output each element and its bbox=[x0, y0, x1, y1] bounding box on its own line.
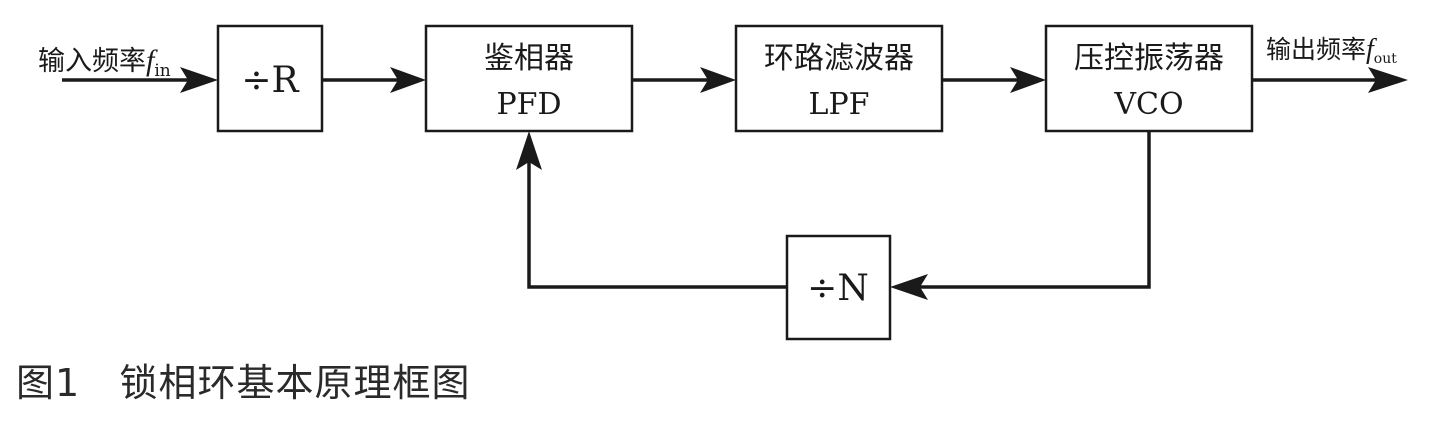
ref-divider-block: ÷R bbox=[216, 24, 324, 133]
input-signal: 输入频率fin bbox=[38, 44, 218, 93]
lpf-to-vco-arrowhead bbox=[1010, 67, 1046, 93]
pfd-abbr: PFD bbox=[496, 87, 561, 122]
output-signal-label: 输出频率fout bbox=[1266, 34, 1397, 67]
fb-divider-block: ÷N bbox=[785, 234, 892, 341]
ref-to-pfd-connector bbox=[322, 67, 426, 93]
n-divider-to-pfd-connector bbox=[516, 131, 787, 289]
ref-divider-box bbox=[216, 24, 324, 133]
pfd-to-lpf-connector bbox=[632, 67, 736, 93]
vco-box bbox=[1044, 24, 1254, 133]
vco-abbr: VCO bbox=[1113, 87, 1183, 122]
pll-block-diagram: 输入频率fin ÷R 鉴相器 PFD 环路滤波器 LPF 压控振荡器 VCO bbox=[38, 24, 1408, 341]
output-signal-subscript: out bbox=[1374, 51, 1397, 67]
n-divider-to-pfd-arrowhead bbox=[516, 131, 542, 170]
fb-divider-label: ÷N bbox=[807, 268, 869, 309]
input-signal-label: 输入频率fin bbox=[38, 44, 171, 81]
figure-number: 图1 bbox=[16, 361, 81, 405]
output-arrowhead bbox=[1368, 67, 1408, 93]
figure-caption: 图1 锁相环基本原理框图 bbox=[16, 352, 470, 407]
vco-name: 压控振荡器 bbox=[1074, 41, 1224, 76]
output-signal: 输出频率fout bbox=[1252, 34, 1408, 93]
figure-title: 锁相环基本原理框图 bbox=[119, 361, 471, 405]
lpf-name: 环路滤波器 bbox=[764, 41, 914, 76]
vco-to-n-divider-connector bbox=[890, 131, 1151, 300]
output-signal-text: 输出频率 bbox=[1266, 35, 1366, 64]
ref-divider-label: ÷R bbox=[241, 60, 299, 101]
input-signal-subscript: in bbox=[154, 61, 170, 81]
lpf-to-vco-connector bbox=[942, 67, 1046, 93]
vco-block: 压控振荡器 VCO bbox=[1044, 24, 1254, 133]
pfd-name: 鉴相器 bbox=[484, 41, 574, 76]
lpf-box bbox=[734, 24, 944, 133]
vco-to-n-divider-arrowhead bbox=[890, 274, 928, 300]
pfd-to-lpf-arrowhead bbox=[700, 67, 736, 93]
n-divider-to-pfd-wire bbox=[527, 160, 787, 289]
lpf-block: 环路滤波器 LPF bbox=[734, 24, 944, 133]
input-arrowhead bbox=[180, 67, 218, 93]
vco-to-n-divider-wire bbox=[918, 131, 1151, 289]
input-signal-text: 输入频率 bbox=[38, 46, 146, 77]
ref-to-pfd-arrowhead bbox=[390, 67, 426, 93]
output-signal-symbol: f bbox=[1366, 34, 1377, 65]
lpf-abbr: LPF bbox=[809, 87, 870, 122]
pfd-block: 鉴相器 PFD bbox=[424, 24, 634, 133]
